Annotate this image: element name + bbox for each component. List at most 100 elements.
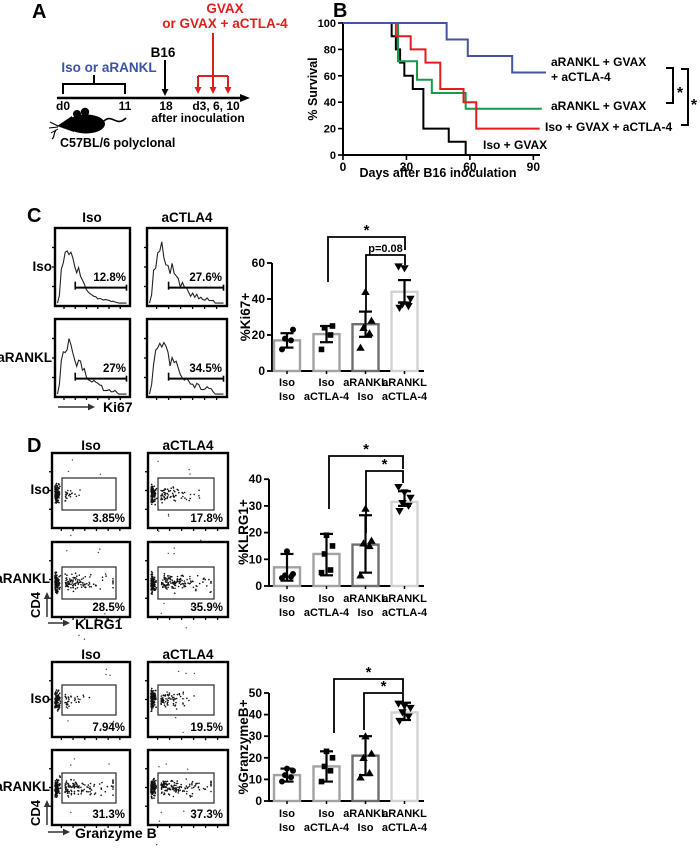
dot — [59, 787, 62, 789]
dot — [210, 784, 212, 786]
dot — [70, 789, 72, 791]
dot — [181, 790, 184, 793]
dot — [167, 586, 169, 589]
dot — [112, 780, 114, 783]
vaccine-arrowhead-icon — [209, 87, 217, 94]
dot — [182, 693, 184, 695]
y-tick-label: 20 — [249, 751, 263, 765]
klrg1-axis-arrowhead-icon — [63, 619, 70, 627]
dot — [165, 581, 167, 583]
y-tick-label: 80 — [324, 44, 336, 56]
dot — [173, 553, 175, 555]
dot — [55, 689, 58, 691]
dot — [191, 787, 193, 789]
dot — [58, 483, 60, 486]
dot — [151, 693, 154, 695]
dot — [109, 722, 111, 724]
dot — [57, 490, 60, 493]
dot — [112, 583, 114, 585]
gvax-label-line2: or GVAX + aCTLA-4 — [162, 16, 288, 31]
dot — [204, 578, 206, 581]
dot — [194, 785, 197, 787]
dot — [64, 787, 67, 790]
dot — [210, 580, 212, 583]
dot — [97, 551, 100, 554]
dot — [73, 784, 75, 786]
dot — [161, 498, 164, 501]
dot — [150, 698, 153, 701]
dot — [80, 583, 82, 586]
dot — [98, 783, 101, 785]
dot — [59, 702, 62, 704]
y-tick-label: 40 — [249, 472, 263, 486]
dot — [88, 581, 90, 584]
dot — [177, 670, 180, 673]
dot — [166, 702, 169, 705]
dot — [55, 791, 58, 793]
dot — [163, 704, 166, 706]
dot — [150, 687, 153, 690]
dot — [100, 728, 102, 730]
scatter-point-square — [321, 551, 328, 557]
scatter-point-circle — [279, 778, 285, 785]
sig-label: * — [382, 456, 388, 473]
dot — [58, 792, 61, 795]
panel-a-label: A — [32, 1, 46, 23]
ki67-bar-ylabel: %Ki67+ — [238, 293, 253, 342]
dot — [109, 674, 111, 676]
dot — [191, 795, 193, 797]
dot — [171, 579, 173, 581]
sig-bracket-outer — [681, 68, 689, 126]
dot — [163, 496, 165, 499]
gate-pct: 19.5% — [190, 722, 223, 734]
dot — [191, 780, 194, 783]
dot — [68, 705, 70, 708]
dot — [150, 793, 153, 795]
sig-star-inner: * — [677, 85, 684, 102]
dot — [66, 550, 68, 552]
dot — [68, 790, 70, 793]
dot — [161, 490, 164, 492]
dot — [80, 578, 83, 581]
dot — [161, 701, 164, 703]
dot — [150, 483, 153, 486]
dot — [184, 787, 187, 790]
dotplot-frame — [146, 540, 230, 619]
dot — [150, 503, 153, 506]
dot — [100, 794, 102, 797]
dot — [160, 498, 162, 501]
dot — [163, 572, 166, 575]
dot — [76, 575, 78, 577]
dot — [193, 695, 195, 697]
dot — [161, 501, 163, 504]
dot — [56, 500, 58, 502]
dot — [150, 706, 153, 709]
dot — [55, 491, 57, 494]
dot — [164, 706, 167, 708]
dot — [55, 796, 58, 798]
dot — [200, 539, 202, 541]
survival-curve-iso-gvax — [343, 22, 467, 155]
dot — [188, 783, 191, 786]
klrg1-bar-ylabel: %KLRG1+ — [236, 499, 251, 565]
dot — [68, 494, 70, 497]
dot — [70, 764, 72, 766]
dot — [74, 781, 77, 784]
dot — [94, 584, 97, 586]
dot — [87, 784, 90, 786]
dot — [75, 616, 77, 619]
dot — [162, 694, 165, 696]
dot — [155, 786, 157, 788]
dot — [70, 794, 73, 796]
dot — [101, 781, 103, 784]
gzmb-axis-arrowhead-icon — [63, 828, 70, 836]
dot — [54, 780, 57, 782]
dot — [167, 701, 169, 703]
dot — [182, 691, 185, 693]
b16-label: B16 — [151, 45, 176, 60]
dot — [89, 787, 92, 790]
dot — [162, 780, 164, 782]
dot — [68, 786, 70, 788]
dot — [54, 580, 56, 582]
